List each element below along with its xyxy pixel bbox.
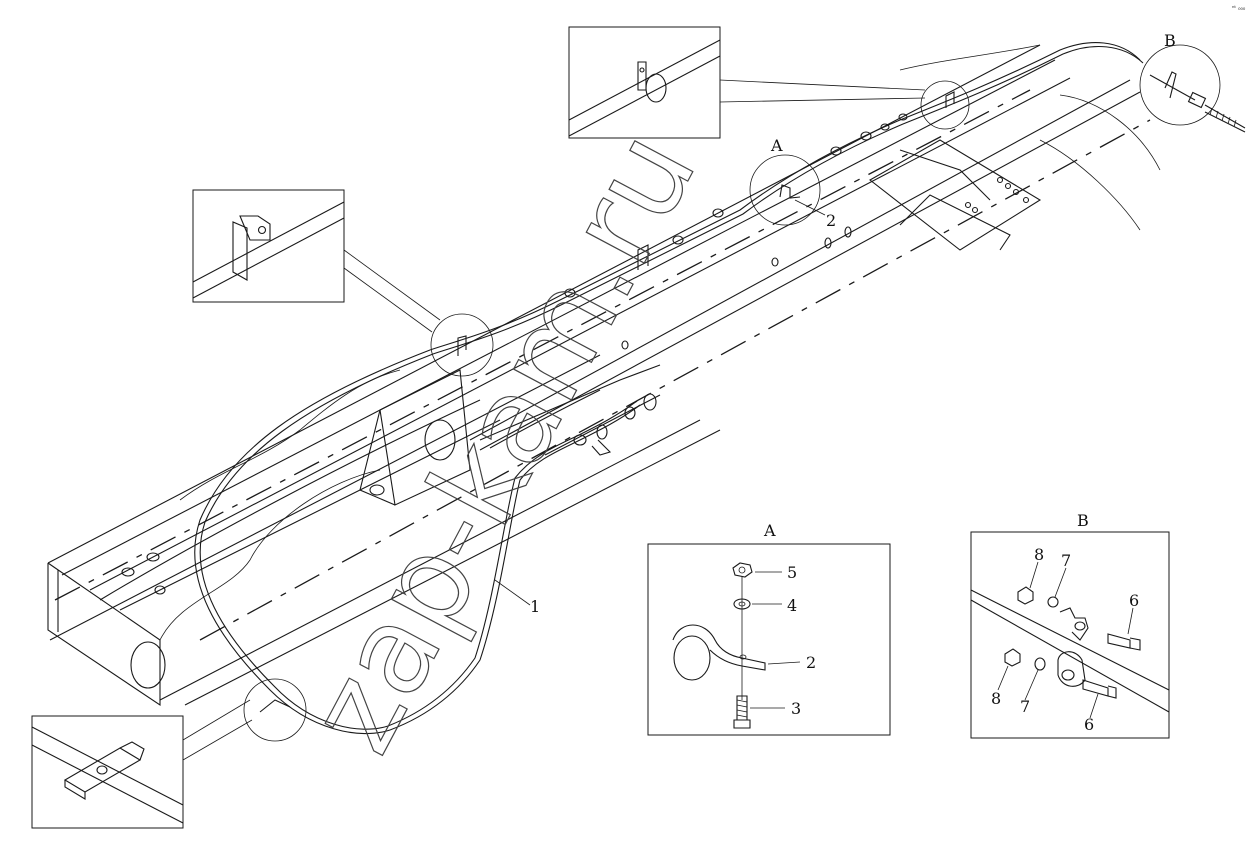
callout-washer-7-top: 7 <box>1061 551 1071 570</box>
inset-lower-clamp <box>31 715 184 829</box>
clip-b <box>1164 71 1177 99</box>
view-label-b-main: B <box>1164 31 1176 50</box>
callout-bolt-6-top: 6 <box>1129 591 1139 610</box>
inset-top-clamp <box>568 26 721 139</box>
inset-a-exploded <box>647 543 891 736</box>
view-label-a-inset: A <box>763 521 776 540</box>
frame-rail <box>47 44 1161 707</box>
callout-washer-7-bottom: 7 <box>1020 697 1030 716</box>
detail-circle-top-clamp <box>920 80 970 130</box>
callout-nut-8-bottom: 8 <box>991 689 1001 708</box>
callout-washer-4: 4 <box>787 596 797 615</box>
view-label-b-inset: B <box>1077 511 1089 530</box>
callout-bolt-3: 3 <box>791 699 801 718</box>
callout-cable: 1 <box>530 597 540 616</box>
callout-clamp-2: 2 <box>806 653 816 672</box>
inset-leaders <box>182 79 926 761</box>
detail-circle-b <box>1139 44 1221 126</box>
inset-front-clamp <box>192 189 345 303</box>
callout-nut-5: 5 <box>787 563 797 582</box>
callout-clamp-main: 2 <box>826 211 836 230</box>
corner-mark: ⁿᵗ ₀₀₀ <box>1232 5 1246 12</box>
callout-nut-8-top: 8 <box>1034 545 1044 564</box>
view-label-a-main: A <box>770 136 783 155</box>
centerline-lower <box>199 119 1151 641</box>
rail-clamps <box>259 91 955 713</box>
callout-bolt-6-bottom: 6 <box>1084 715 1094 734</box>
inset-b-exploded <box>970 531 1170 739</box>
detail-circle-front-clamp <box>430 313 494 377</box>
detail-circle-a <box>749 154 821 226</box>
centerline-upper <box>54 89 1031 601</box>
brake-cable <box>194 42 1246 735</box>
detail-circle-lower-clamp <box>243 678 307 742</box>
